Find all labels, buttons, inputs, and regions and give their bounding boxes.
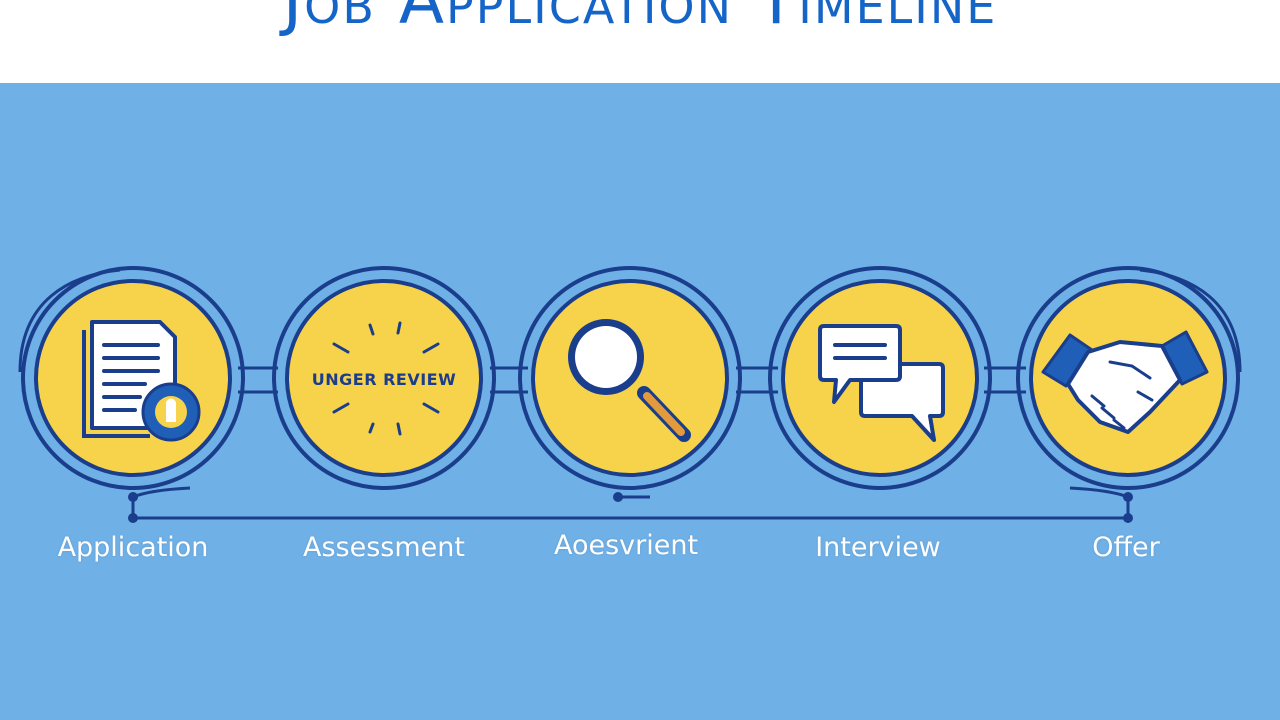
document-icon	[82, 320, 201, 442]
under-review-rays	[332, 321, 440, 436]
header: Job Application Timeline	[0, 0, 1280, 83]
step-label-offer: Offer	[1092, 532, 1160, 563]
magnifier-icon	[568, 319, 691, 442]
step-label-assessment: Assessment	[303, 532, 465, 563]
step-label-review: Aoesvrient	[553, 530, 699, 561]
timeline-baseline	[128, 486, 1133, 523]
handshake-icon	[1041, 330, 1209, 434]
step-label-application: Application	[57, 532, 209, 563]
under-review-badge: UNGER REVIEW	[311, 370, 457, 389]
step-circle-assessment	[272, 266, 496, 490]
step-label-interview: Interview	[815, 532, 941, 563]
chat-bubbles-icon	[818, 324, 945, 442]
page-title: Job Application Timeline	[282, 0, 998, 39]
